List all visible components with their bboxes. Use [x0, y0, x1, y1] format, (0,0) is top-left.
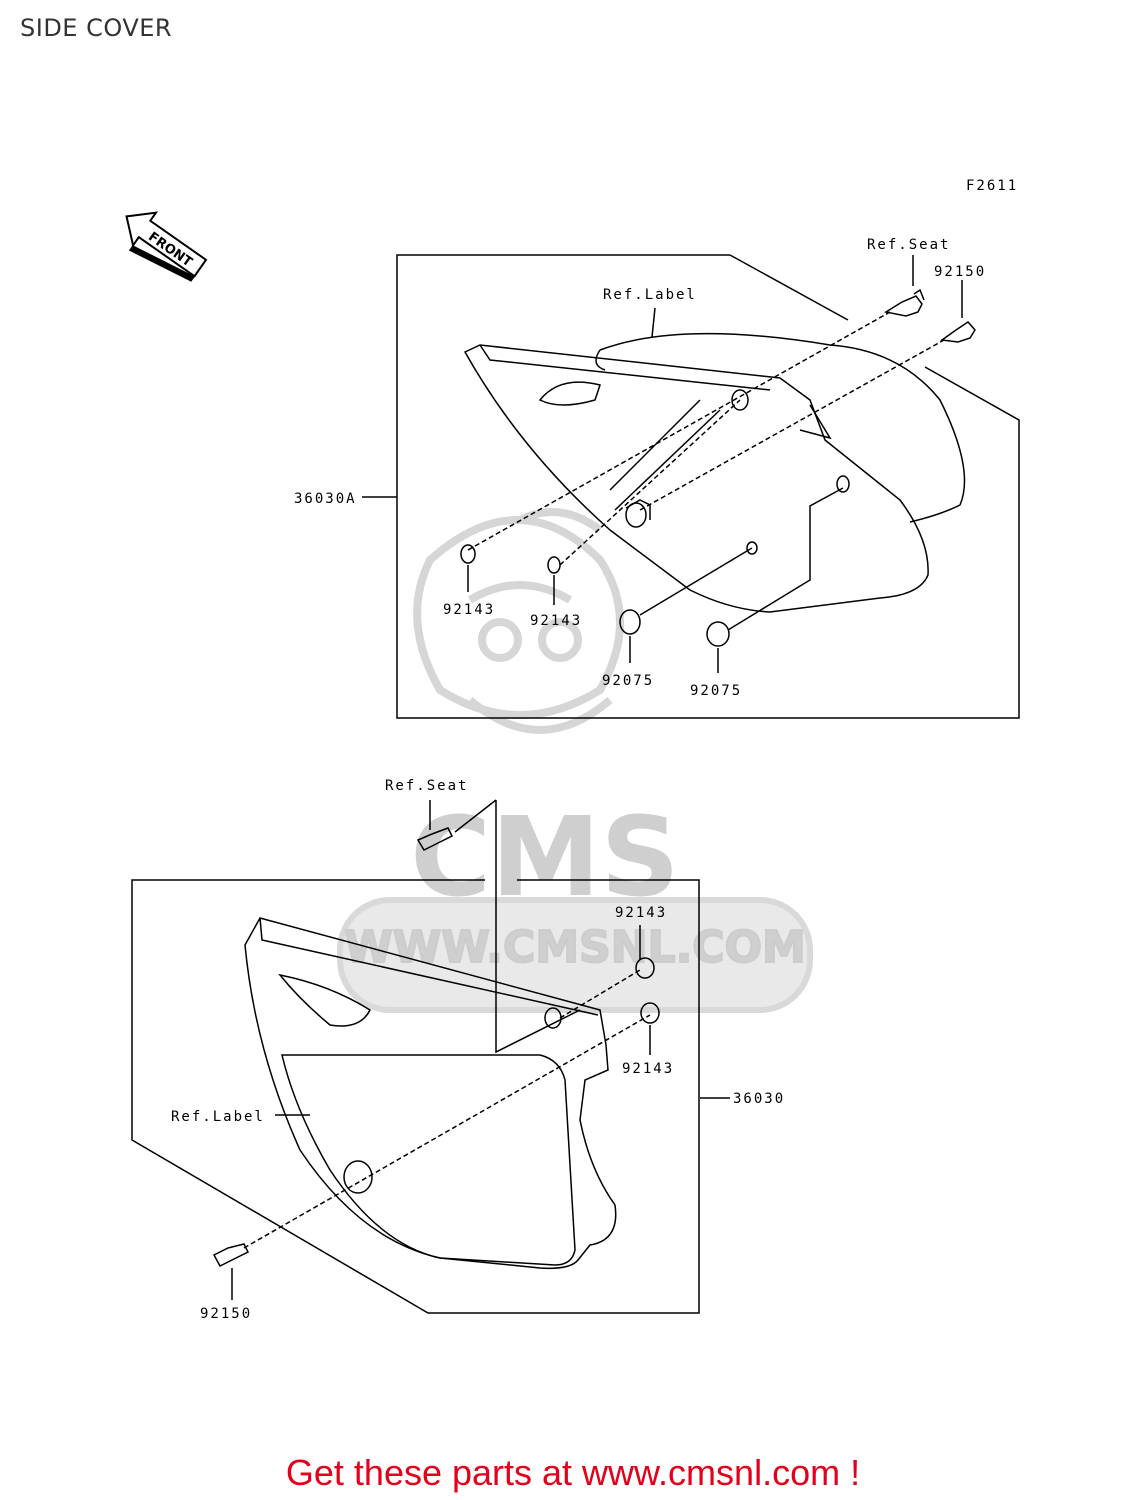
- upper-part-label: 36030A: [294, 491, 357, 507]
- upper-bolt-92150: [940, 321, 976, 343]
- watermark-brand: CMS: [410, 793, 679, 921]
- lower-collar-top: [635, 957, 655, 979]
- upper-collar-right-label: 92143: [530, 613, 582, 629]
- upper-bolt-label: 92150: [934, 264, 986, 280]
- lower-bolt-ref-seat: [416, 827, 454, 851]
- footer-link[interactable]: Get these parts at www.cmsnl.com !: [285, 1452, 861, 1493]
- lower-ref-seat-label: Ref.Seat: [385, 778, 468, 794]
- upper-frame: [396, 254, 1020, 719]
- upper-ref-seat-label: Ref.Seat: [867, 237, 950, 253]
- watermark-mascot: [413, 508, 624, 734]
- upper-collar-left: [460, 544, 476, 564]
- lower-bolt-92150: [212, 1243, 250, 1267]
- lower-frame: [131, 799, 700, 1314]
- figure-code: F2611: [966, 178, 1018, 194]
- lower-collar-bottom-label: 92143: [622, 1061, 674, 1077]
- lower-ref-label-label: Ref.Label: [171, 1109, 265, 1125]
- upper-bolt-ref-seat: [884, 288, 925, 317]
- lower-ref-label-sticker: [281, 1054, 576, 1266]
- upper-assembly: [362, 254, 1020, 719]
- watermark-url: WWW.CMSNL.COM: [344, 922, 806, 973]
- upper-collar-left-label: 92143: [443, 602, 495, 618]
- watermark: CMS WWW.CMSNL.COM: [337, 508, 813, 1013]
- lower-assembly: [131, 799, 730, 1314]
- upper-collar-right: [547, 556, 561, 574]
- front-arrow: FRONT: [125, 211, 208, 282]
- lower-bolt-label: 92150: [200, 1306, 252, 1322]
- lower-collar-top-label: 92143: [615, 905, 667, 921]
- upper-grommet-right-label: 92075: [690, 683, 742, 699]
- upper-ref-label-sticker: [595, 332, 966, 523]
- upper-collar-small: [746, 541, 758, 555]
- upper-grommet-left-label: 92075: [602, 673, 654, 689]
- upper-grommet-left: [619, 609, 641, 635]
- upper-ref-label-label: Ref.Label: [603, 287, 697, 303]
- upper-side-cover: [463, 344, 929, 613]
- page-title: SIDE COVER: [20, 14, 173, 42]
- lower-part-label: 36030: [733, 1091, 785, 1107]
- upper-grommet-right: [706, 621, 730, 647]
- lower-side-cover: [244, 917, 617, 1270]
- lower-collar-bottom: [640, 1002, 660, 1024]
